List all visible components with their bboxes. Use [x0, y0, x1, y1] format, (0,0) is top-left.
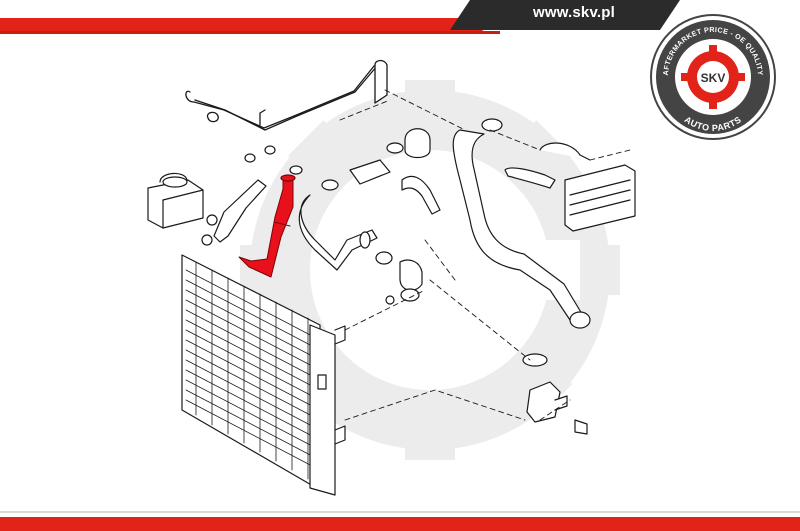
site-url-link[interactable]: www.skv.pl [532, 4, 615, 21]
expansion-tank [147, 172, 204, 229]
footer-divider [0, 511, 800, 513]
top-header-bar [0, 0, 680, 34]
skv-seal-icon: SKV AFTERMARKET PRICE - OE QUALITY AUTO … [650, 14, 776, 140]
radiator [181, 254, 346, 496]
header-dark-tab [450, 0, 680, 30]
middle-hose [298, 194, 378, 271]
header-red-stripe [0, 18, 500, 34]
metal-coolant-pipe [185, 59, 388, 131]
lower-left-hose [201, 179, 267, 246]
oil-cooler [504, 142, 636, 232]
leader-lines [339, 89, 631, 421]
header-red-stripe-shadow [0, 31, 500, 34]
footer-red-bar [0, 517, 800, 531]
hose-clamps-and-fittings [244, 128, 441, 305]
seal-brand: SKV [701, 71, 726, 85]
highlighted-coolant-hose [238, 174, 296, 278]
long-coolant-hose [452, 118, 591, 329]
